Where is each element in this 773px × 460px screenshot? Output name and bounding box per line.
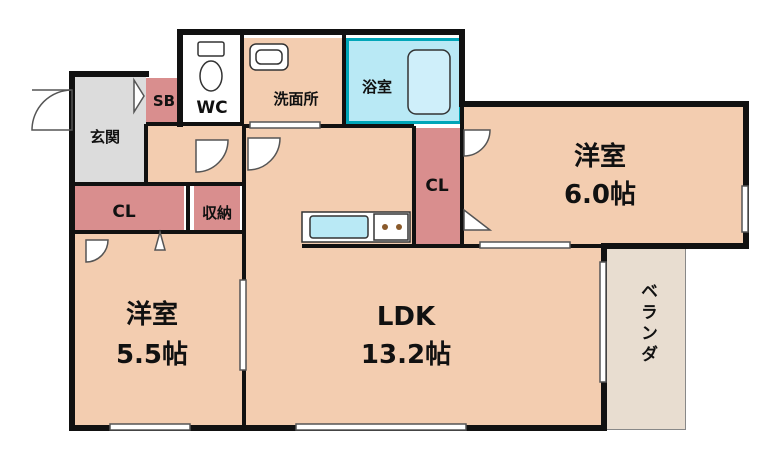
western-room-right-name: 洋室 bbox=[573, 142, 626, 172]
washroom-label: 洗面所 bbox=[273, 90, 319, 108]
western-room-left-size: 5.5帖 bbox=[115, 340, 189, 370]
balcony-area bbox=[604, 248, 686, 430]
bathroom-label: 浴室 bbox=[361, 78, 392, 96]
washbasin-fixture bbox=[249, 43, 289, 71]
hall-area bbox=[146, 124, 244, 186]
sb-door bbox=[133, 77, 145, 115]
closet-center-area bbox=[414, 128, 460, 244]
bathtub-fixture bbox=[407, 49, 451, 115]
shoe-box-label: SB bbox=[152, 92, 176, 110]
closet-left-label: CL bbox=[112, 202, 136, 222]
western-room-right-size: 6.0帖 bbox=[563, 180, 637, 210]
front-door bbox=[31, 89, 73, 131]
storage-label: 収納 bbox=[201, 204, 232, 222]
doors bbox=[31, 77, 493, 263]
toilet-fixture bbox=[197, 41, 225, 92]
balcony-label: ベランダ bbox=[637, 282, 657, 366]
right-room-door bbox=[463, 129, 491, 157]
toilet-door bbox=[195, 139, 229, 173]
western-room-left-name: 洋室 bbox=[125, 300, 178, 330]
ldk-name: LDK bbox=[376, 302, 436, 332]
outer-wall bbox=[69, 29, 749, 431]
closet-left-area bbox=[74, 186, 184, 232]
closet-door-right bbox=[463, 208, 493, 231]
windows bbox=[109, 121, 749, 431]
entrance-label: 玄関 bbox=[89, 128, 120, 146]
closet-center-label: CL bbox=[425, 176, 449, 196]
left-room-door bbox=[85, 239, 109, 263]
western-room-right-area bbox=[462, 104, 746, 244]
closet-left-door bbox=[154, 229, 166, 251]
western-room-left-area bbox=[74, 232, 244, 426]
toilet-label: WC bbox=[196, 98, 228, 118]
storage-area bbox=[194, 186, 240, 232]
ldk-size: 13.2帖 bbox=[360, 340, 452, 370]
kitchen-counter bbox=[301, 211, 411, 243]
hall-door bbox=[247, 137, 281, 171]
shoe-box-area bbox=[146, 78, 182, 124]
